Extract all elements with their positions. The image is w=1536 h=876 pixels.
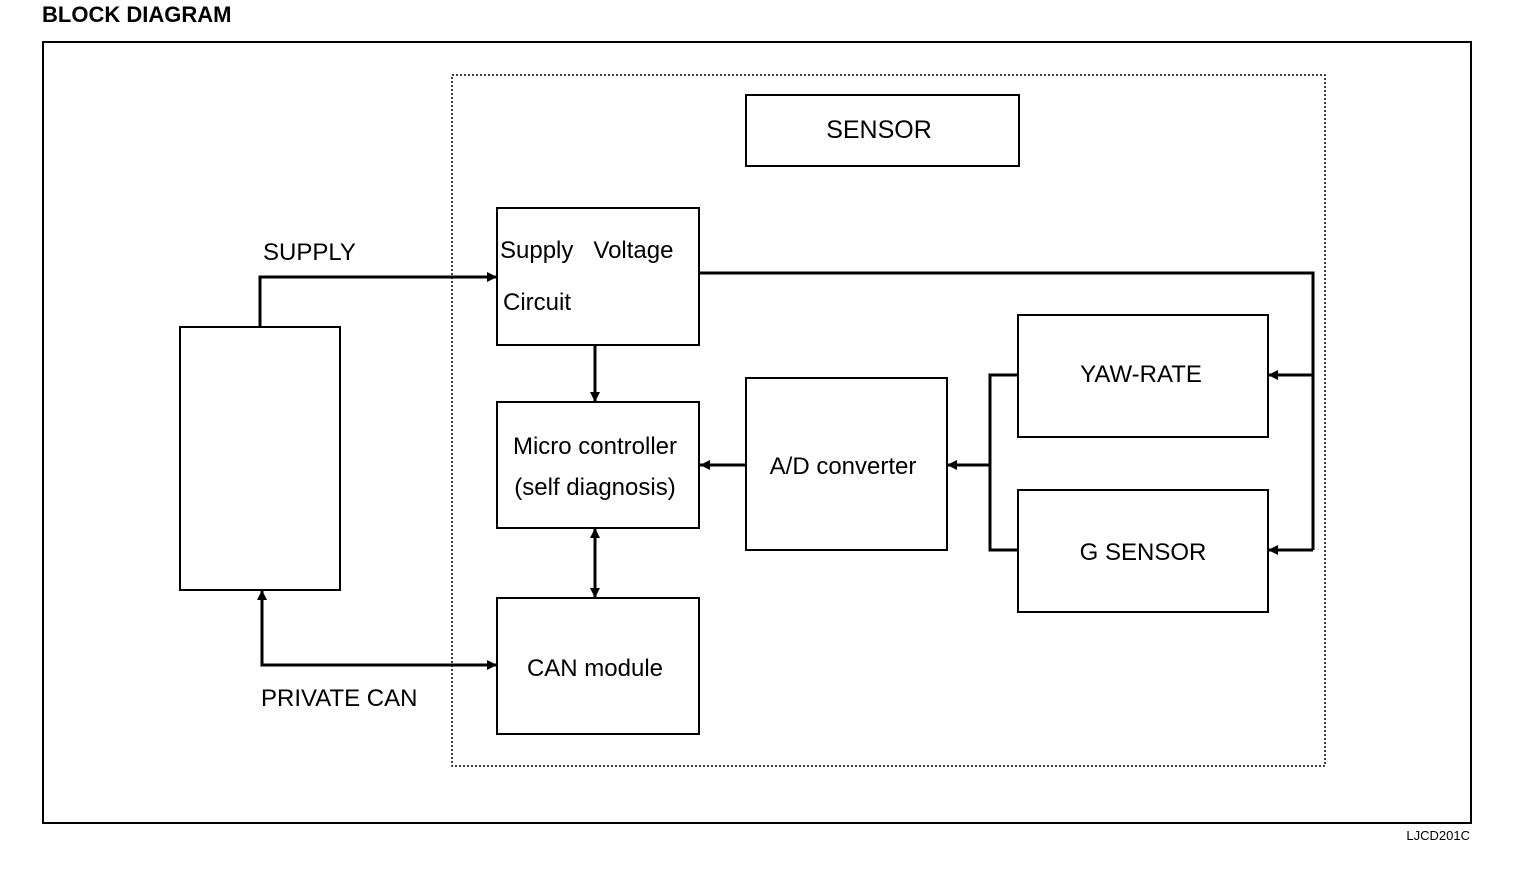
diagram-title: BLOCK DIAGRAM xyxy=(42,2,231,27)
sensor-enclosure xyxy=(451,74,1326,767)
yaw-rate-label: YAW-RATE xyxy=(1080,361,1202,388)
supply-voltage-circuit-block xyxy=(496,207,700,346)
outer-frame xyxy=(42,41,1472,824)
sensor-supply-line xyxy=(699,271,1315,550)
supply-voltage-label-2: Circuit xyxy=(503,289,571,316)
sensor-label-box xyxy=(745,94,1020,167)
ad-converter-label: A/D converter xyxy=(770,453,917,480)
sensor-output-bus xyxy=(988,373,1018,552)
figure-code: LJCD201C xyxy=(1406,828,1470,843)
sensor-label: SENSOR xyxy=(826,116,932,144)
micro-controller-label-2: (self diagnosis) xyxy=(514,474,675,501)
micro-controller-block xyxy=(496,401,700,529)
private-can-label: PRIVATE CAN xyxy=(261,685,417,712)
micro-controller-label-1: Micro controller xyxy=(513,433,677,460)
can-module-label: CAN module xyxy=(527,655,663,682)
private-can-to-unit xyxy=(257,590,497,667)
g-sensor-label: G SENSOR xyxy=(1080,539,1207,566)
supply-voltage-label-1: Supply Voltage xyxy=(500,237,673,264)
external-unit xyxy=(179,326,341,591)
supply-connection xyxy=(258,272,497,327)
supply-connection-label: SUPPLY xyxy=(263,239,356,266)
